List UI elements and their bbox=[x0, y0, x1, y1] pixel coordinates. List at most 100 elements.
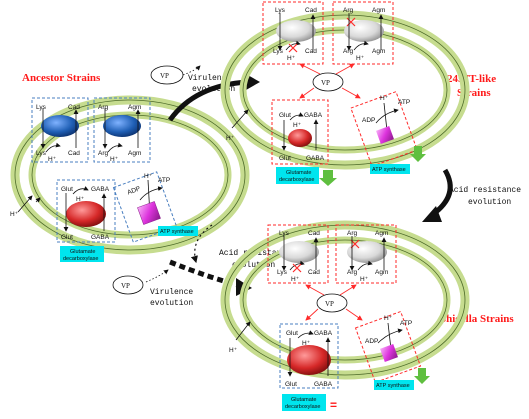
ancestor-atp-label: ATP bbox=[158, 177, 170, 184]
t2457-gaba-label: GABA bbox=[304, 112, 323, 119]
shigella-atp-synthase bbox=[380, 344, 398, 362]
t2457-glutamate-tag-line1: Glutamate bbox=[286, 170, 311, 176]
shigella-lys-antiporter bbox=[279, 241, 319, 263]
shigella-hplus-4: H⁺ bbox=[384, 315, 393, 322]
vp-label-bottom: VP bbox=[121, 282, 130, 290]
shigella-agm-in: Agm bbox=[375, 269, 388, 276]
title-2457t-like: 2457T-like bbox=[447, 73, 496, 85]
t2457-hplus-2: H⁺ bbox=[356, 55, 365, 62]
shigella-agm-label: Agm bbox=[375, 230, 388, 237]
shigella-atp-box bbox=[354, 310, 422, 384]
t2457-cad-in: Cad bbox=[305, 48, 317, 55]
virulence-dashed-bottom bbox=[169, 259, 243, 289]
t2457-lys-in: Lys bbox=[273, 48, 284, 55]
t2457-glut-antiporter bbox=[288, 129, 312, 147]
t2457-lys-antiporter bbox=[276, 20, 316, 42]
t2457-agm-in: Agm bbox=[372, 48, 385, 55]
shigella-arg-in: Arg bbox=[347, 269, 358, 276]
ancestor-glutamate-tag bbox=[60, 246, 104, 262]
shigella-down-arrow bbox=[414, 368, 430, 384]
acid-left-line2: evolution bbox=[232, 261, 275, 270]
ancestor-gaba-label: GABA bbox=[91, 186, 110, 193]
t2457-glutamate-tag-line2: decarboxylase bbox=[279, 177, 314, 183]
t2457-hplus-1: H⁺ bbox=[287, 55, 296, 62]
virulence-bottom-line1: Virulence bbox=[150, 288, 193, 297]
ancestor-arg-label: Arg bbox=[98, 104, 109, 111]
ancestor-lys-box bbox=[31, 97, 89, 163]
ancestor-glut-label: Glut bbox=[61, 186, 73, 193]
t2457-down-arrow-1 bbox=[319, 170, 337, 186]
ancestor-arg-antiporter bbox=[103, 115, 141, 137]
ancestor-cad-label: Cad bbox=[68, 104, 80, 111]
shigella-vp-oval bbox=[316, 293, 348, 313]
t2457-adp-label: ADP bbox=[362, 117, 375, 124]
t2457-vp-label: VP bbox=[321, 79, 330, 87]
title-shigella-strains: Shigella Strains bbox=[440, 313, 514, 325]
ancestor-glut-antiporter bbox=[66, 201, 106, 227]
t2457-glut-box bbox=[271, 99, 329, 165]
ancestor-glutamate-tag-line1: Glutamate bbox=[70, 249, 95, 255]
acid-right-line1: Acid resistance bbox=[449, 186, 521, 195]
shigella-atp-label: ATP bbox=[400, 320, 412, 327]
shigella-vp-label: VP bbox=[325, 300, 334, 308]
t2457-agm-label: Agm bbox=[372, 7, 385, 14]
ancestor-lys-in: Lys bbox=[36, 150, 47, 157]
ancestor-gaba-in: GABA bbox=[91, 234, 110, 241]
t2457-glut-label: Glut bbox=[279, 112, 291, 119]
acid-resistance-right: Acid resistance evolution bbox=[422, 168, 521, 222]
t2457-glutamate-tag bbox=[276, 167, 319, 184]
ancestor-atp-synthase bbox=[137, 201, 161, 225]
shigella-gaba-in: GABA bbox=[314, 381, 333, 388]
shigella-hplus-3: H⁺ bbox=[302, 340, 311, 347]
t2457-hplus-4: H⁺ bbox=[380, 95, 389, 102]
shigella-hplus-outer: H⁺ bbox=[229, 347, 238, 354]
acid-right-line2: evolution bbox=[468, 198, 511, 207]
t2457-cad-label: Cad bbox=[305, 7, 317, 14]
ancestor-atp-tag bbox=[158, 226, 198, 236]
t2457-arg-box bbox=[332, 1, 394, 65]
shigella-cad-in: Cad bbox=[308, 269, 320, 276]
t2457-glut-in: Glut bbox=[279, 155, 291, 162]
ancestor-atp-tag-text: ATP synthase bbox=[160, 229, 194, 235]
shigella-lys-in: Lys bbox=[277, 269, 288, 276]
t2457-down-arrow-2 bbox=[410, 146, 426, 162]
shigella-atp-tag-text: ATP synthase bbox=[376, 383, 410, 389]
shigella-arg-box bbox=[335, 224, 397, 284]
shigella-glut-box bbox=[279, 323, 339, 389]
ancestor-lys-antiporter bbox=[41, 115, 79, 137]
shigella-cell: Lys Cad Lys Cad H⁺ Arg Agm Arg Agm H⁺ VP… bbox=[220, 220, 470, 412]
shigella-atp-tag bbox=[374, 380, 414, 390]
shigella-arg-antiporter bbox=[347, 241, 387, 263]
ancestor-hplus-outer: H⁺ bbox=[10, 211, 19, 218]
t2457-cell: Lys Cad Lys Cad H⁺ Arg Agm Arg Agm H⁺ VP… bbox=[220, 1, 470, 186]
t2457-lys-box bbox=[262, 1, 324, 65]
t2457-hplus-3: H⁺ bbox=[293, 122, 302, 129]
ancestor-glut-in: Glut bbox=[61, 234, 73, 241]
virulence-arrow-top bbox=[167, 79, 249, 122]
ancestor-hplus-3: H⁺ bbox=[76, 196, 85, 203]
virulence-top-line1: Virulence bbox=[188, 74, 231, 83]
t2457-lys-label: Lys bbox=[275, 7, 286, 14]
vp-label-top: VP bbox=[160, 72, 169, 80]
shigella-lys-label: Lys bbox=[279, 230, 290, 237]
t2457-atp-tag bbox=[370, 164, 410, 174]
ancestor-hplus-1: H⁺ bbox=[48, 156, 57, 163]
shigella-cad-label: Cad bbox=[308, 230, 320, 237]
shigella-gaba-label: GABA bbox=[314, 330, 333, 337]
t2457-hplus-outer: H⁺ bbox=[226, 135, 235, 142]
ancestor-agm-in: Agm bbox=[128, 150, 141, 157]
shigella-glutamate-tag-line1: Glutamate bbox=[291, 397, 316, 403]
ancestor-hplus-4: H⁺ bbox=[144, 173, 153, 180]
shigella-equals-sign: = bbox=[330, 398, 337, 412]
shigella-glut-label: Glut bbox=[286, 330, 298, 337]
t2457-arg-label: Arg bbox=[343, 7, 354, 14]
vp-virulence-top: VP Virulence evolution bbox=[150, 65, 260, 122]
ancestor-agm-label: Agm bbox=[128, 104, 141, 111]
t2457-atp-label: ATP bbox=[398, 99, 410, 106]
title-ancestor-strains: Ancestor Strains bbox=[22, 72, 101, 84]
t2457-arg-in: Arg bbox=[343, 48, 354, 55]
ancestor-arg-box bbox=[93, 97, 151, 163]
ancestor-membrane-edge bbox=[14, 99, 246, 251]
